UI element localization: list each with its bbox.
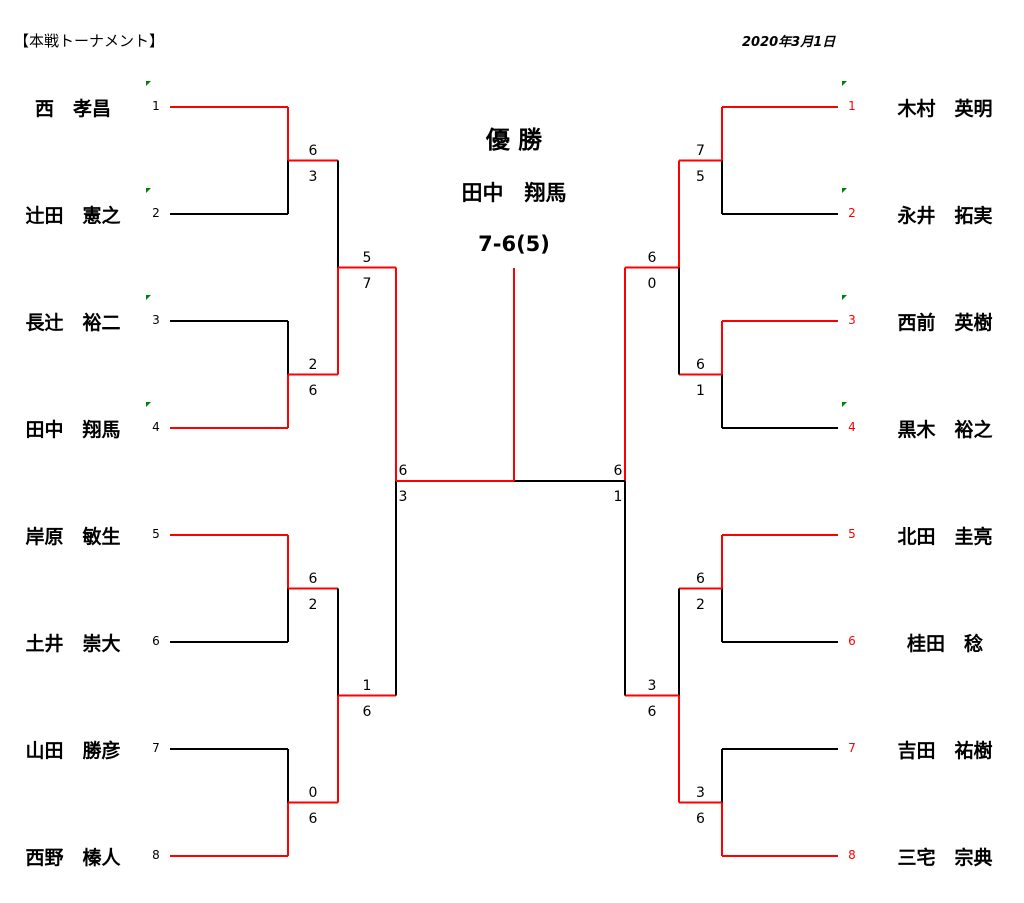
player-name: 西前 英樹 [897,312,993,334]
player-name: 西野 榛人 [25,847,121,869]
score-top: 3 [647,677,657,694]
score-top: 6 [696,356,705,373]
player-name: 三宅 宗典 [897,847,993,869]
player-name: 山田 勝彦 [25,740,121,762]
comment-marker-icon [842,81,847,86]
seed-number: 5 [848,527,856,541]
player-name: 田中 翔馬 [25,419,121,441]
page-title: 【本戦トーナメント】 [14,32,165,50]
seed-number: 8 [848,848,856,862]
seed-number: 4 [848,420,856,434]
score-top: 7 [696,142,705,159]
score-bottom: 6 [308,382,318,399]
score-bottom: 7 [362,275,372,292]
seed-number: 1 [848,99,856,113]
score-bottom: 5 [696,168,705,185]
score-bottom: 6 [696,810,705,827]
seed-number: 2 [152,206,160,220]
seed-number: 7 [848,741,856,755]
player-name: 辻田 憲之 [25,205,121,227]
score-bottom: 3 [308,168,318,185]
comment-marker-icon [842,402,847,407]
seed-number: 3 [848,313,856,327]
player-name: 木村 英明 [897,98,993,120]
comment-marker-icon [146,295,151,300]
score-bottom: 2 [308,596,318,613]
final-score: 7-6(5) [478,232,550,256]
score-bottom: 3 [398,489,408,505]
seed-number: 3 [152,313,160,327]
comment-marker-icon [146,402,151,407]
seed-number: 8 [152,848,160,862]
player-name: 吉田 祐樹 [897,740,993,762]
score-bottom: 6 [308,810,318,827]
champion-label: 優 勝 [485,126,543,154]
comment-marker-icon [842,188,847,193]
seed-number: 5 [152,527,160,541]
score-top: 1 [362,677,372,694]
player-name: 黒木 裕之 [897,419,993,441]
score-top: 6 [398,463,408,479]
score-bottom: 6 [362,703,372,720]
score-top: 6 [613,463,623,479]
score-top: 6 [696,570,705,587]
player-name: 北田 圭亮 [897,526,993,548]
comment-marker-icon [146,81,151,86]
player-name: 岸原 敏生 [25,526,121,548]
score-top: 6 [647,249,657,266]
score-top: 6 [308,142,318,159]
comment-marker-icon [842,295,847,300]
player-name: 西 孝昌 [34,98,111,120]
score-bottom: 1 [613,489,623,505]
player-name: 長辻 裕二 [25,312,121,334]
player-name: 土井 崇大 [25,633,121,655]
seed-number: 6 [848,634,856,648]
comment-marker-icon [146,188,151,193]
seed-number: 6 [152,634,160,648]
champion-name: 田中 翔馬 [461,181,567,205]
seed-number: 2 [848,206,856,220]
score-bottom: 1 [696,382,705,399]
score-top: 6 [308,570,318,587]
seed-number: 7 [152,741,160,755]
tournament-date: 2020年3月1日 [742,35,836,50]
score-top: 3 [696,784,705,801]
score-bottom: 0 [647,275,657,292]
score-bottom: 2 [696,596,705,613]
player-name: 桂田 稔 [906,633,983,655]
score-bottom: 6 [647,703,657,720]
score-top: 2 [308,356,318,373]
score-top: 5 [362,249,372,266]
score-top: 0 [308,784,318,801]
seed-number: 4 [152,420,160,434]
seed-number: 1 [152,99,160,113]
player-name: 永井 拓実 [897,205,993,227]
